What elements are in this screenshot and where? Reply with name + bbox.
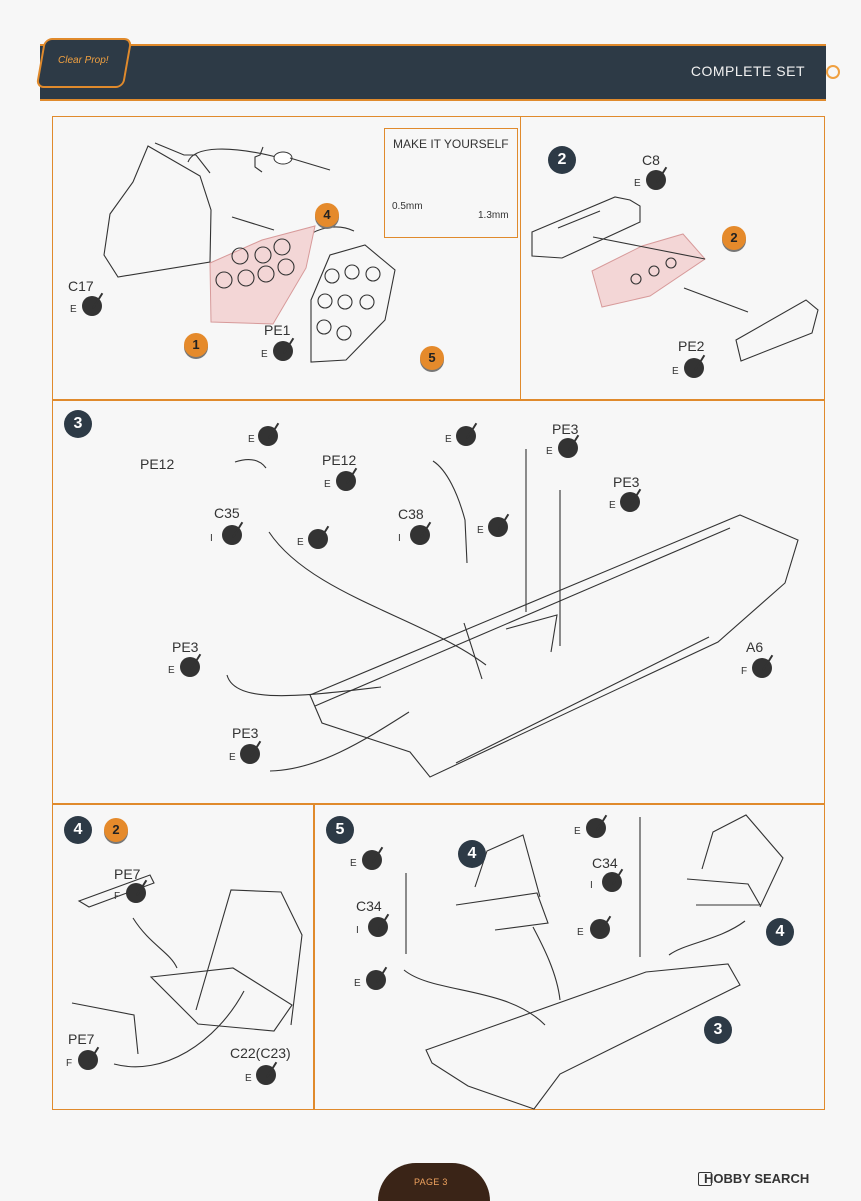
- mark-pe2-letter: E: [672, 366, 679, 377]
- part-pe3-top: PE3: [552, 421, 579, 437]
- mark-c35-e-icon: [308, 529, 328, 549]
- mark-pe12-left-letter: E: [248, 434, 255, 445]
- mark-c34-right-i-letter: I: [590, 880, 593, 891]
- mark-c38-e-icon: [488, 517, 508, 537]
- part-a6: A6: [746, 639, 764, 655]
- mark-pe3-bottom-icon: [240, 744, 260, 764]
- brand-logo-text: Clear Prop!: [58, 55, 109, 66]
- step-4-badge: 2: [104, 818, 128, 842]
- step-5-frame: [314, 804, 825, 1110]
- step-1-badge: 1: [184, 333, 208, 357]
- step-number-3: 3: [64, 410, 92, 438]
- mark-pe3-top-letter: E: [546, 446, 553, 457]
- step-2-badge: 2: [722, 226, 746, 250]
- title-dot-icon: [826, 65, 840, 79]
- part-c17: C17: [68, 278, 94, 294]
- mark-pe3-right-letter: E: [609, 500, 616, 511]
- step-number-4: 4: [64, 816, 92, 844]
- dimension-0.5mm: 0.5mm: [392, 201, 423, 212]
- mark-pe7-top-icon: [126, 883, 146, 903]
- part-pe2: PE2: [678, 338, 705, 354]
- page-number: PAGE 3: [414, 1177, 448, 1187]
- mark-c35-letter: I: [210, 533, 213, 544]
- mark-pe12-r2-icon: [336, 471, 356, 491]
- part-pe7-bottom: PE7: [68, 1031, 95, 1047]
- mark-pe12-left-icon: [258, 426, 278, 446]
- step-1-badge-4: 4: [315, 203, 339, 227]
- make-it-yourself-label: MAKE IT YOURSELF: [393, 137, 509, 151]
- mark-pe1-letter: E: [261, 349, 268, 360]
- mark-c34-right-top-letter: E: [574, 826, 581, 837]
- step-3-frame: [52, 400, 825, 804]
- mark-c34-left-i-icon: [368, 917, 388, 937]
- part-pe7-top: PE7: [114, 866, 141, 882]
- mark-c34-right-e-letter: E: [577, 927, 584, 938]
- mark-c34-right-top-icon: [586, 818, 606, 838]
- mark-pe3-top-icon: [558, 438, 578, 458]
- part-pe3-left: PE3: [172, 639, 199, 655]
- mark-pe7-bottom-icon: [78, 1050, 98, 1070]
- mark-pe3-left-letter: E: [168, 665, 175, 676]
- mark-c34-right-e-icon: [590, 919, 610, 939]
- page-title: COMPLETE SET: [690, 63, 805, 79]
- part-c22-c23: C22(C23): [230, 1045, 291, 1061]
- part-c8: C8: [642, 152, 660, 168]
- mark-c38-letter: I: [398, 533, 401, 544]
- step-5-base-step: 3: [704, 1016, 732, 1044]
- part-pe12-left: PE12: [140, 456, 175, 472]
- mark-pe7-bottom-letter: F: [66, 1058, 73, 1069]
- mark-pe1-icon: [273, 341, 293, 361]
- part-pe3-right: PE3: [613, 474, 640, 490]
- mark-c35-e-letter: E: [297, 537, 304, 548]
- part-pe1: PE1: [264, 322, 291, 338]
- part-c34-left: C34: [356, 898, 382, 914]
- mark-pe12-r2-letter: E: [324, 479, 331, 490]
- mark-c22-icon: [256, 1065, 276, 1085]
- part-pe12-right: PE12: [322, 452, 357, 468]
- mark-c34-left-i-letter: I: [356, 925, 359, 936]
- header-banner: [40, 44, 826, 101]
- mark-c38-e-letter: E: [477, 525, 484, 536]
- mark-pe2-icon: [684, 358, 704, 378]
- mark-c34-left-e-icon: [366, 970, 386, 990]
- mark-pe12-right-letter: E: [445, 434, 452, 445]
- step-4-frame: [52, 804, 314, 1110]
- mark-c17-letter: E: [70, 304, 77, 315]
- step-5-seat-left-ref: 4: [458, 840, 486, 868]
- mark-c34-right-i-icon: [602, 872, 622, 892]
- dimension-1.3mm: 1.3mm: [478, 210, 509, 221]
- step-1-badge-5: 5: [420, 346, 444, 370]
- mark-pe3-right-icon: [620, 492, 640, 512]
- mark-c8-icon: [646, 170, 666, 190]
- mark-c17-icon: [82, 296, 102, 316]
- mark-c34-left-top-letter: E: [350, 858, 357, 869]
- mark-pe7-top-letter: F: [114, 891, 121, 902]
- mark-a6-letter: F: [741, 666, 748, 677]
- mark-c34-left-top-icon: [362, 850, 382, 870]
- mark-pe3-left-icon: [180, 657, 200, 677]
- part-pe3-bottom: PE3: [232, 725, 259, 741]
- mark-pe3-bottom-letter: E: [229, 752, 236, 763]
- make-it-yourself-box: [384, 128, 518, 238]
- mark-c8-letter: E: [634, 178, 641, 189]
- step-5-seat-right-ref: 4: [766, 918, 794, 946]
- part-c35: C35: [214, 505, 240, 521]
- mark-pe12-right-icon: [456, 426, 476, 446]
- page-footer-tab: [378, 1163, 490, 1201]
- mark-a6-icon: [752, 658, 772, 678]
- step-2-frame: [520, 116, 825, 400]
- part-c38: C38: [398, 506, 424, 522]
- mark-c35-icon: [222, 525, 242, 545]
- watermark-text: HOBBY SEARCH: [704, 1171, 810, 1186]
- mark-c34-left-e-letter: E: [354, 978, 361, 989]
- step-number-5: 5: [326, 816, 354, 844]
- mark-c22-letter: E: [245, 1073, 252, 1084]
- hobby-search-logo: [698, 1172, 712, 1186]
- step-number-2: 2: [548, 146, 576, 174]
- mark-c38-icon: [410, 525, 430, 545]
- part-c34-right: C34: [592, 855, 618, 871]
